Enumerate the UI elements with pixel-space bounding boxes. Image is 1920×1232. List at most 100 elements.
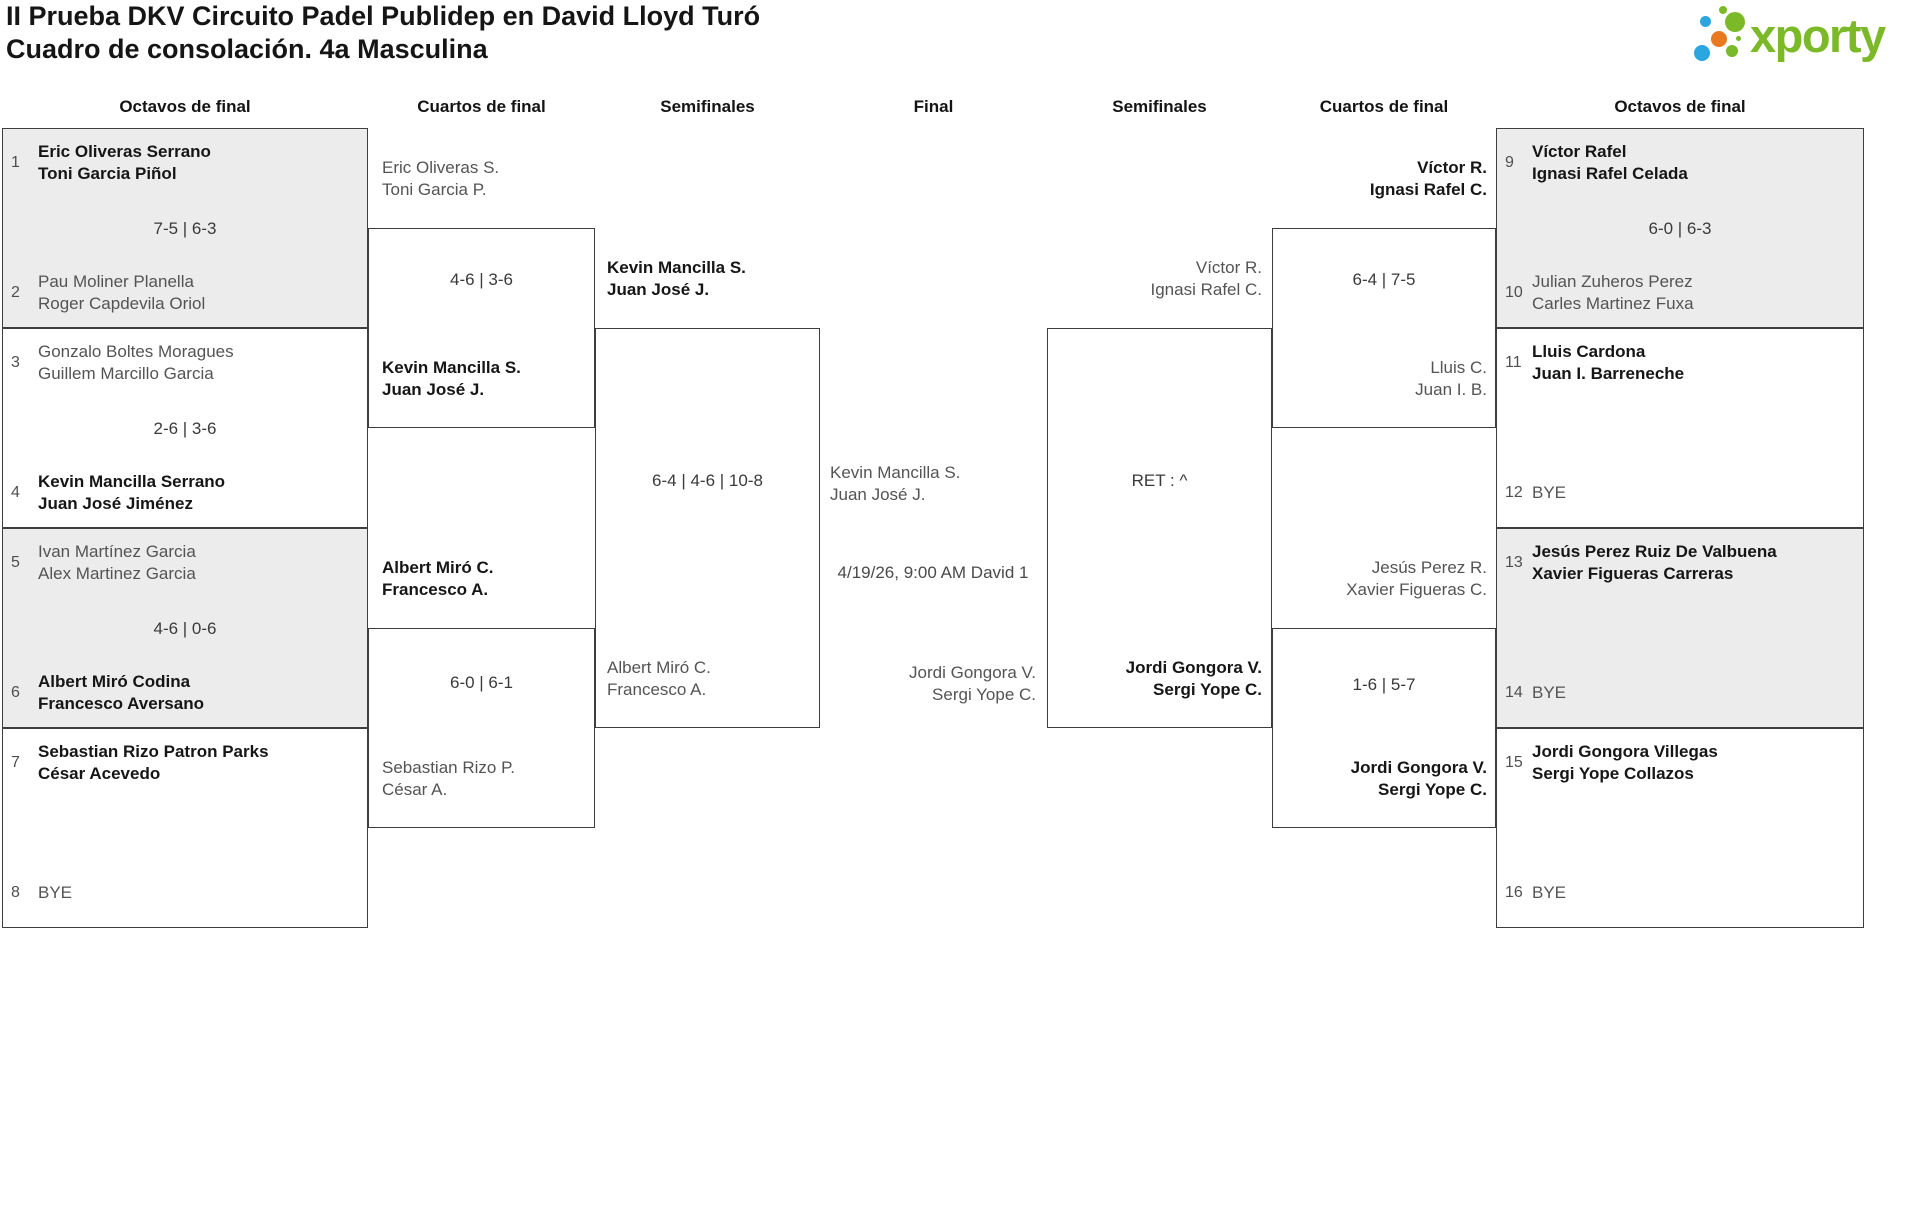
- team-names: BYE: [1532, 882, 1566, 904]
- player-name: Jordi Gongora V.: [909, 663, 1036, 682]
- match-score: 7-5 | 6-3: [153, 219, 217, 238]
- player-name: Lluis Cardona: [1532, 342, 1646, 361]
- final-team1: Kevin Mancilla S. Juan José J.: [830, 462, 960, 506]
- qf-right-2-team1: Jesús Perez R. Xavier Figueras C.: [1280, 557, 1487, 601]
- final-team2: Jordi Gongora V. Sergi Yope C.: [828, 662, 1036, 706]
- match-box-sf-right: [1047, 328, 1272, 728]
- player-name: Juan José Jiménez: [38, 494, 193, 513]
- player-name: Pau Moliner Planella: [38, 272, 194, 291]
- player-name: Ivan Martínez Garcia: [38, 542, 196, 561]
- player-name: Albert Miró C.: [607, 658, 711, 677]
- seed-number: 15: [1505, 754, 1523, 771]
- player-name: Sergi Yope Collazos: [1532, 764, 1694, 783]
- player-name: Guillem Marcillo Garcia: [38, 364, 214, 383]
- player-name: Julian Zuheros Perez: [1532, 272, 1693, 291]
- team-slot-5: 5 Ivan Martínez Garcia Alex Martinez Gar…: [3, 537, 367, 589]
- round-header-octavos-left: Octavos de final: [119, 97, 251, 116]
- player-name: Jordi Gongora V.: [1125, 658, 1262, 677]
- player-name: Sergi Yope C.: [932, 685, 1036, 704]
- logo-dot-icon: [1711, 31, 1727, 47]
- team-names: Pau Moliner Planella Roger Capdevila Ori…: [38, 271, 205, 315]
- team-names: Víctor Rafel Ignasi Rafel Celada: [1532, 141, 1688, 185]
- player-name: Albert Miró Codina: [38, 672, 191, 691]
- match-score: 4-6 | 0-6: [153, 619, 217, 638]
- draw-name: Cuadro de consolación. 4a Masculina: [6, 34, 488, 64]
- player-name: Francesco Aversano: [38, 694, 204, 713]
- player-name: Toni Garcia Piñol: [38, 164, 177, 183]
- match-box-qf-right-2: [1272, 628, 1496, 828]
- team-slot-8-bye: 8 BYE: [3, 867, 367, 919]
- qf-left-2-score: 6-0 | 6-1: [449, 673, 513, 692]
- seed-number: 8: [11, 884, 20, 901]
- player-name: Francesco A.: [607, 680, 707, 699]
- team-names: Lluis Cardona Juan I. Barreneche: [1532, 341, 1684, 385]
- qf-right-1-team2: Lluis C. Juan I. B.: [1280, 357, 1487, 401]
- player-name: Xavier Figueras Carreras: [1532, 564, 1734, 583]
- player-name: Juan José J.: [382, 380, 485, 399]
- match-box-r16-right-3: 13 Jesús Perez Ruiz De Valbuena Xavier F…: [1496, 528, 1864, 728]
- seed-number: 11: [1505, 354, 1522, 371]
- team-slot-3: 3 Gonzalo Boltes Moragues Guillem Marcil…: [3, 337, 367, 389]
- team-slot-16-bye: 16 BYE: [1497, 867, 1863, 919]
- player-name: Juan José J.: [607, 280, 710, 299]
- match-box-r16-right-4: 15 Jordi Gongora Villegas Sergi Yope Col…: [1496, 728, 1864, 928]
- bye-label: BYE: [1532, 483, 1567, 502]
- match-box-r16-left-2: 3 Gonzalo Boltes Moragues Guillem Marcil…: [2, 328, 368, 528]
- player-name: Jesús Perez Ruiz De Valbuena: [1532, 542, 1777, 561]
- qf-right-1-team1: Víctor R. Ignasi Rafel C.: [1280, 157, 1487, 201]
- round-header-semis-left: Semifinales: [660, 97, 755, 116]
- player-name: Xavier Figueras C.: [1346, 580, 1487, 599]
- logo-dot-icon: [1700, 16, 1711, 27]
- seed-number: 9: [1505, 154, 1514, 171]
- seed-number: 13: [1505, 554, 1523, 571]
- qf-left-1-team2: Kevin Mancilla S. Juan José J.: [382, 357, 521, 401]
- player-name: Jesús Perez R.: [1371, 558, 1487, 577]
- player-name: Juan José J.: [830, 485, 926, 504]
- player-name: Sebastian Rizo P.: [382, 758, 515, 777]
- qf-left-2-team2: Sebastian Rizo P. César A.: [382, 757, 515, 801]
- team-slot-4: 4 Kevin Mancilla Serrano Juan José Jimén…: [3, 467, 367, 519]
- player-name: César Acevedo: [38, 764, 161, 783]
- team-slot-12-bye: 12 BYE: [1497, 467, 1863, 519]
- player-name: Kevin Mancilla S.: [830, 463, 961, 482]
- logo-dot-icon: [1694, 45, 1710, 61]
- player-name: Sergi Yope C.: [1378, 780, 1487, 799]
- player-name: Kevin Mancilla Serrano: [38, 472, 226, 491]
- team-slot-10: 10 Julian Zuheros Perez Carles Martinez …: [1497, 267, 1863, 319]
- player-name: Gonzalo Boltes Moragues: [38, 342, 234, 361]
- player-name: Alex Martinez Garcia: [38, 564, 196, 583]
- match-box-r16-left-3: 5 Ivan Martínez Garcia Alex Martinez Gar…: [2, 528, 368, 728]
- team-names: BYE: [38, 882, 72, 904]
- team-slot-15: 15 Jordi Gongora Villegas Sergi Yope Col…: [1497, 737, 1863, 789]
- qf-right-1-score: 6-4 | 7-5: [1352, 270, 1416, 289]
- team-slot-2: 2 Pau Moliner Planella Roger Capdevila O…: [3, 267, 367, 319]
- seed-number: 4: [11, 484, 20, 501]
- player-name: Kevin Mancilla S.: [607, 258, 746, 277]
- team-names: Ivan Martínez Garcia Alex Martinez Garci…: [38, 541, 196, 585]
- bye-label: BYE: [1532, 883, 1567, 902]
- sf-right-team1: Víctor R. Ignasi Rafel C.: [1050, 257, 1263, 301]
- bye-label: BYE: [1532, 683, 1567, 702]
- qf-left-2-team1: Albert Miró C. Francesco A.: [382, 557, 493, 601]
- player-name: Ignasi Rafel C.: [1369, 180, 1487, 199]
- player-name: Víctor R.: [1417, 158, 1487, 177]
- player-name: Sebastian Rizo Patron Parks: [38, 742, 269, 761]
- xporty-logo[interactable]: xporty: [1688, 2, 1918, 80]
- player-name: César A.: [382, 780, 448, 799]
- team-names: Kevin Mancilla Serrano Juan José Jiménez: [38, 471, 225, 515]
- qf-right-2-team2: Jordi Gongora V. Sergi Yope C.: [1280, 757, 1487, 801]
- team-slot-14-bye: 14 BYE: [1497, 667, 1863, 719]
- match-score: 2-6 | 3-6: [153, 419, 217, 438]
- player-name: Ignasi Rafel C.: [1150, 280, 1263, 299]
- sf-left-score: 6-4 | 4-6 | 10-8: [652, 471, 763, 490]
- bye-label: BYE: [38, 883, 73, 902]
- logo-dot-icon: [1736, 36, 1741, 41]
- team-names: BYE: [1532, 482, 1566, 504]
- tournament-name: II Prueba DKV Circuito Padel Publidep en…: [6, 1, 761, 31]
- player-name: Francesco A.: [382, 580, 489, 599]
- round-header-semis-right: Semifinales: [1112, 97, 1207, 116]
- player-name: Roger Capdevila Oriol: [38, 294, 206, 313]
- player-name: Ignasi Rafel Celada: [1532, 164, 1688, 183]
- player-name: Carles Martinez Fuxa: [1532, 294, 1694, 313]
